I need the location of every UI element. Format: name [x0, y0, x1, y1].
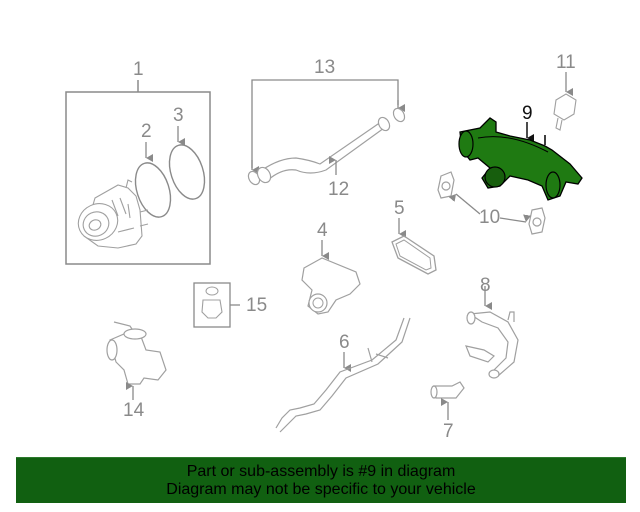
callout-6[interactable]: 6	[339, 332, 350, 353]
callout-5[interactable]: 5	[394, 198, 405, 219]
temperature-sensor[interactable]	[553, 72, 577, 131]
callout-4[interactable]: 4	[317, 220, 328, 241]
coolant-hose[interactable]	[246, 79, 407, 187]
callout-14[interactable]: 14	[123, 400, 145, 421]
callout-8[interactable]: 8	[480, 275, 491, 296]
bypass-pipe[interactable]	[465, 286, 519, 379]
thermostat-housing[interactable]	[301, 240, 361, 315]
info-banner: Part or sub-assembly is #9 in diagram Di…	[16, 457, 626, 503]
banner-part-line: Part or sub-assembly is #9 in diagram	[186, 462, 456, 480]
callout-10[interactable]: 10	[479, 207, 501, 228]
callout-2[interactable]: 2	[141, 121, 152, 142]
water-pump-group[interactable]	[65, 80, 211, 265]
callout-9-highlighted[interactable]: 9	[522, 103, 533, 124]
callout-13[interactable]: 13	[314, 57, 336, 78]
filler-neck[interactable]	[106, 321, 167, 400]
callout-7[interactable]: 7	[443, 421, 454, 442]
callout-1[interactable]: 1	[133, 59, 144, 80]
coolant-pipe-long[interactable]	[275, 317, 411, 433]
callout-3[interactable]: 3	[173, 105, 184, 126]
callout-15[interactable]: 15	[246, 295, 268, 316]
pipe-gaskets[interactable]	[437, 171, 546, 235]
small-hose[interactable]	[430, 381, 465, 420]
radiator-cap[interactable]	[193, 282, 240, 328]
thermostat-gasket[interactable]	[391, 218, 437, 275]
water-outlet-pipe-highlighted[interactable]	[458, 117, 583, 201]
banner-disclaimer-line: Diagram may not be specific to your vehi…	[166, 480, 476, 498]
callout-11[interactable]: 11	[556, 52, 576, 73]
callout-12[interactable]: 12	[328, 179, 350, 200]
